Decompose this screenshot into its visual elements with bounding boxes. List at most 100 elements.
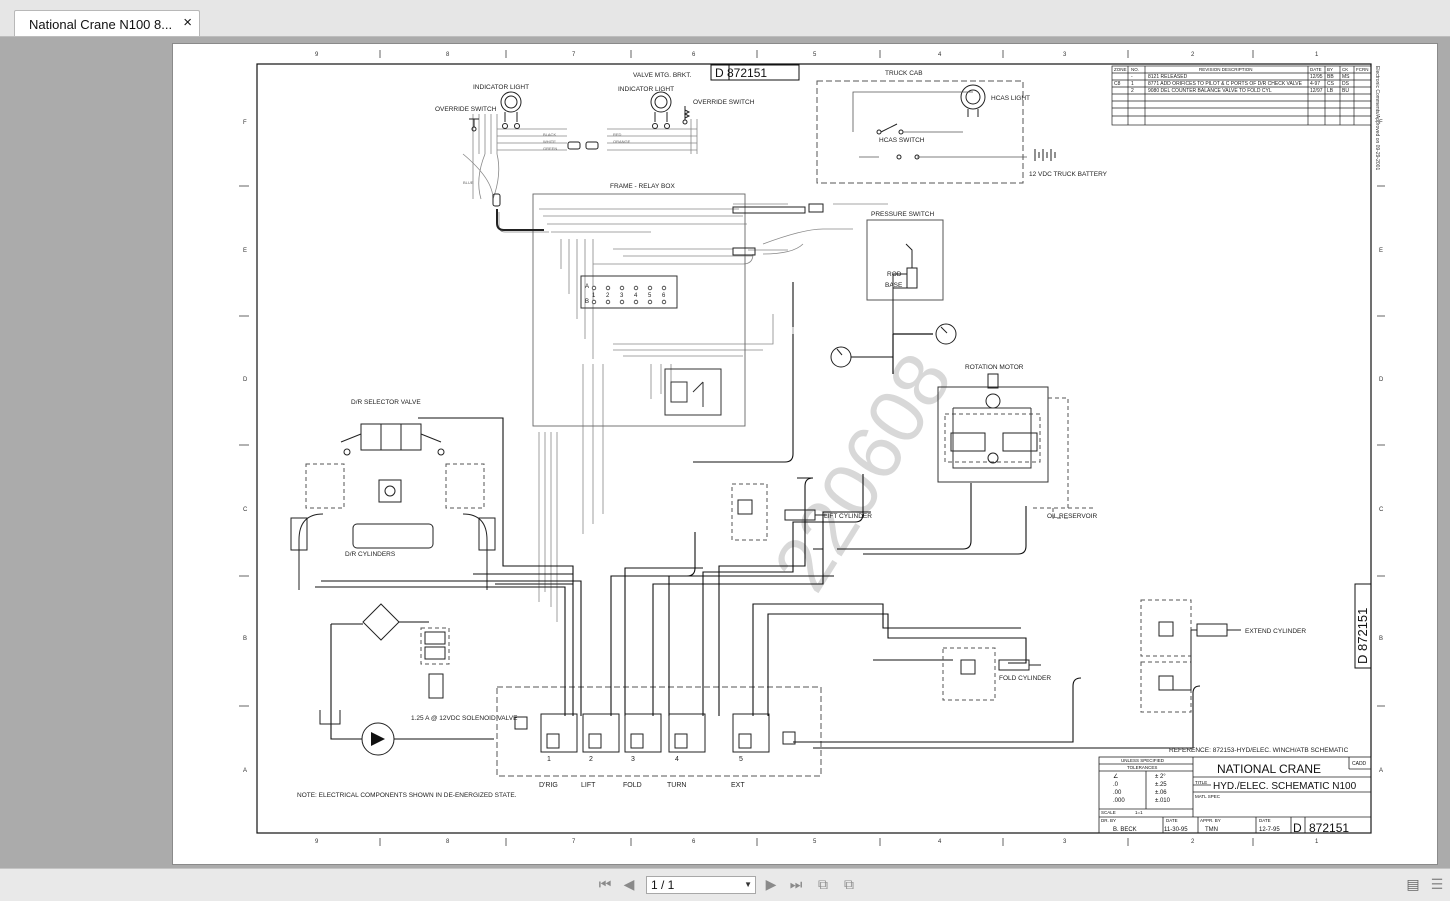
tab-title: National Crane N100 8... [29,17,173,32]
label-note: NOTE: ELECTRICAL COMPONENTS SHOWN IN DE-… [297,792,517,799]
title-block [1098,756,1372,834]
valve-spool [674,733,688,749]
label-frame-relay: FRAME - RELAY BOX [610,183,675,190]
revision-cell: LB [1327,88,1334,94]
rotation-motor-box [937,386,1049,483]
label-override-switch-left: OVERRIDE SWITCH [435,106,497,113]
tolerance-key: .000 [1113,798,1125,804]
page-selector[interactable]: 1 / 1 ▼ [646,876,756,894]
tolerances-label: TOLERANCES [1127,765,1157,770]
zone-label-top: 6 [692,52,696,58]
battery-icon [1034,149,1056,161]
wire-label: WHITE [543,139,556,144]
appr-by: TMN [1205,827,1218,833]
revision-cell: 12/97 [1310,88,1323,94]
zone-label-bottom: 1 [1315,839,1319,845]
label-base: BASE [885,282,903,289]
zone-label-top: 8 [446,52,450,58]
svg-text:5: 5 [648,293,652,299]
svg-text:1: 1 [592,293,596,299]
matl-spec: MATL SPEC [1195,794,1221,799]
insert-page-icon[interactable]: ⧉ [844,876,854,892]
zone-label-top: 1 [1315,52,1319,58]
zone-label-top: 7 [572,52,576,58]
side-code: D 872151 [1355,608,1370,664]
valve-number: 3 [631,756,635,763]
date-label-2: DATE [1259,818,1271,823]
tolerance-value: ±.06 [1155,790,1167,796]
label-solenoid: 1.25 A @ 12VDC SOLENOID VALVE [411,715,518,722]
pressure-switch-box [866,219,944,301]
label-hcas-switch: HCAS SWITCH [879,137,925,144]
valve-label: D'RIG [539,782,558,789]
zone-label-top: 2 [1191,52,1195,58]
zone-label-side: D [243,377,248,383]
label-rotation-motor: ROTATION MOTOR [965,364,1024,371]
svg-text:6: 6 [662,293,666,299]
label-fold-cylinder: FOLD CYLINDER [999,675,1051,682]
label-lift-cylinder: LIFT CYLINDER [824,513,872,520]
valve-label: FOLD [623,782,642,789]
zone-label-side: C [1379,507,1384,513]
pdf-toolbar: ⏮ ◀ 1 / 1 ▼ ▶ ⏭ ⧉ ⧉ ▤ ☰ [0,868,1450,901]
drawn-by-label: DR. BY [1101,818,1116,823]
zone-label-top: 5 [813,52,817,58]
label-oil-reservoir: OIL RESERVOIR [1047,513,1098,520]
svg-text:A: A [585,284,589,290]
valve-label: TURN [667,782,686,789]
title-cadd: CADD [1352,761,1367,767]
zone-label-bottom: 2 [1191,839,1195,845]
override-switch-left [469,118,479,132]
title-company: NATIONAL CRANE [1217,762,1321,776]
tolerance-value: ±.25 [1155,782,1167,788]
hydraulic-lines [315,282,1201,749]
revision-table [1111,65,1372,126]
zone-label-bottom: 3 [1063,839,1067,845]
revision-cell: 4-97 [1310,81,1320,87]
single-page-view-icon[interactable]: ▤ [1406,876,1420,892]
svg-text:3: 3 [620,293,624,299]
document-tab[interactable]: National Crane N100 8... × [14,10,200,36]
zone-label-side: E [1379,248,1383,254]
frame-relay-box [532,193,746,427]
revision-cell: - [1131,74,1133,80]
zone-label-side: F [243,120,247,126]
label-valve-mtg: VALVE MTG. BRKT. [633,72,691,79]
hcas-light [960,84,986,117]
revision-cell: DS [1342,81,1350,87]
wire-label: ORANGE [613,139,631,144]
last-page-icon[interactable]: ⏭ [789,876,803,892]
zone-label-top: 3 [1063,52,1067,58]
label-dr-selector: D/R SELECTOR VALVE [351,399,421,406]
terminal-strip [580,275,678,309]
tolerance-key: .00 [1113,790,1122,796]
control-valve-bank [496,686,822,777]
electrical-wiring [462,114,888,622]
zone-label-side: B [1379,636,1383,642]
valve-label: EXT [731,782,745,789]
label-extend-cylinder: EXTEND CYLINDER [1245,628,1306,635]
date-2: 12-7-95 [1259,827,1280,833]
label-indicator-light-left: INDICATOR LIGHT [473,84,529,91]
revision-cell: 8121 RELEASED [1148,74,1188,80]
date-1: 11-30-95 [1164,827,1188,833]
prev-page-icon[interactable]: ◀ [623,876,635,892]
wire-label: GREEN [543,146,557,151]
close-icon[interactable]: × [183,14,192,31]
valve-section [732,713,770,753]
relay [664,368,722,416]
revision-header: FCRN [1356,67,1369,72]
valve-sections [514,713,796,753]
svg-text:4: 4 [634,293,638,299]
svg-text:B: B [585,299,589,305]
revision-cell: BB [1327,74,1334,80]
valve-section [624,713,662,753]
first-page-icon[interactable]: ⏮ [598,876,612,892]
label-override-switch-right: OVERRIDE SWITCH [693,99,755,106]
continuous-view-icon[interactable]: ☰ [1430,876,1444,892]
next-page-icon[interactable]: ▶ [765,876,777,892]
valve-spool [546,733,560,749]
extract-page-icon[interactable]: ⧉ [818,876,828,892]
tolerance-key: ∠ [1113,773,1118,780]
